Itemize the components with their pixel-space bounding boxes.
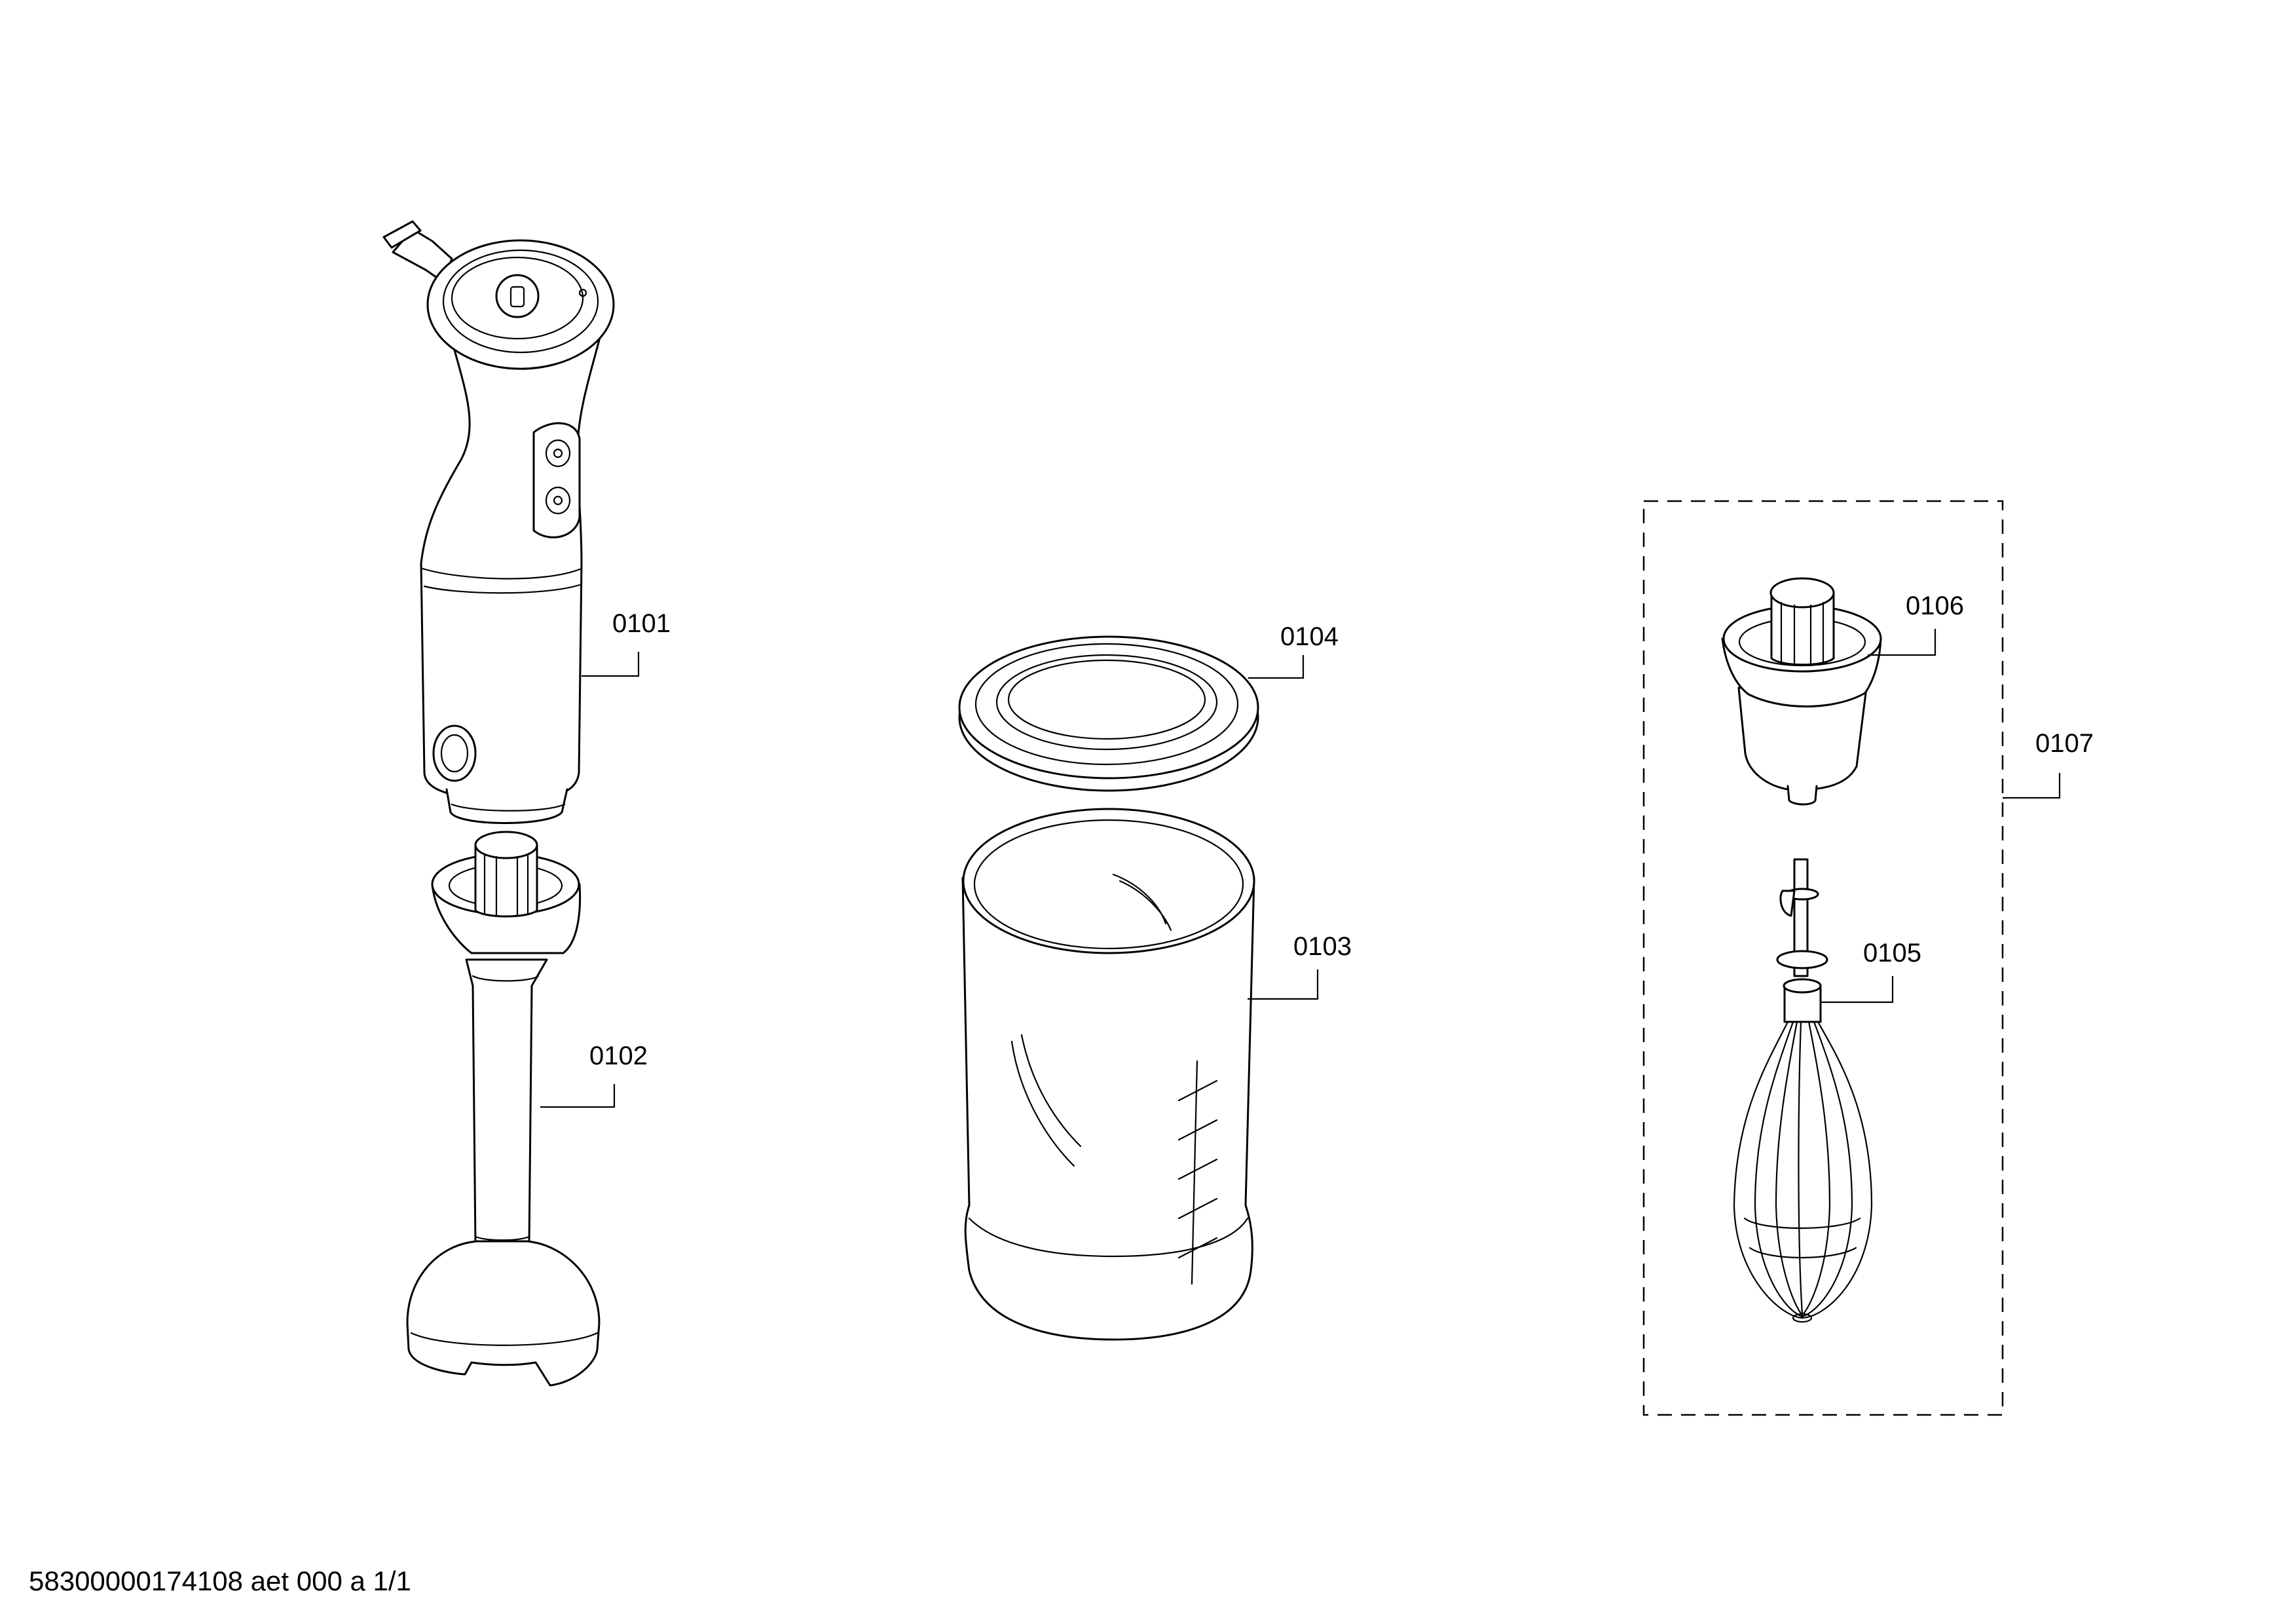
part-label-0107: 0107 xyxy=(2035,729,2094,758)
leader-lines xyxy=(540,629,2061,1108)
measuring-beaker-drawing xyxy=(961,808,1255,1341)
leader-0101 xyxy=(582,652,640,677)
leader-0107 xyxy=(2003,773,2061,799)
whisk-drawing xyxy=(1733,858,1873,1323)
whisk-gearbox-drawing xyxy=(1721,577,1882,806)
leader-0106 xyxy=(1868,629,1936,656)
leader-0103 xyxy=(1248,969,1319,1000)
leader-0104 xyxy=(1248,655,1305,679)
part-label-0106: 0106 xyxy=(1906,591,1964,620)
part-label-0103: 0103 xyxy=(1293,932,1352,961)
part-label-0104: 0104 xyxy=(1280,622,1339,651)
leader-0105 xyxy=(1821,976,1894,1004)
leader-0102 xyxy=(540,1084,616,1108)
document-code: 58300000174108 aet 000 a 1/1 xyxy=(29,1566,411,1596)
motor-unit-drawing xyxy=(382,220,615,824)
beaker-lid-drawing xyxy=(958,635,1259,792)
part-label-0102: 0102 xyxy=(589,1042,648,1070)
whisk-set-group-box xyxy=(1642,500,2004,1416)
blending-shaft-drawing xyxy=(406,831,601,1387)
part-label-0105: 0105 xyxy=(1863,939,1921,967)
part-label-0101: 0101 xyxy=(612,609,671,638)
part-labels: 0101 0102 0103 0104 0105 0106 0107 xyxy=(589,591,2094,1070)
